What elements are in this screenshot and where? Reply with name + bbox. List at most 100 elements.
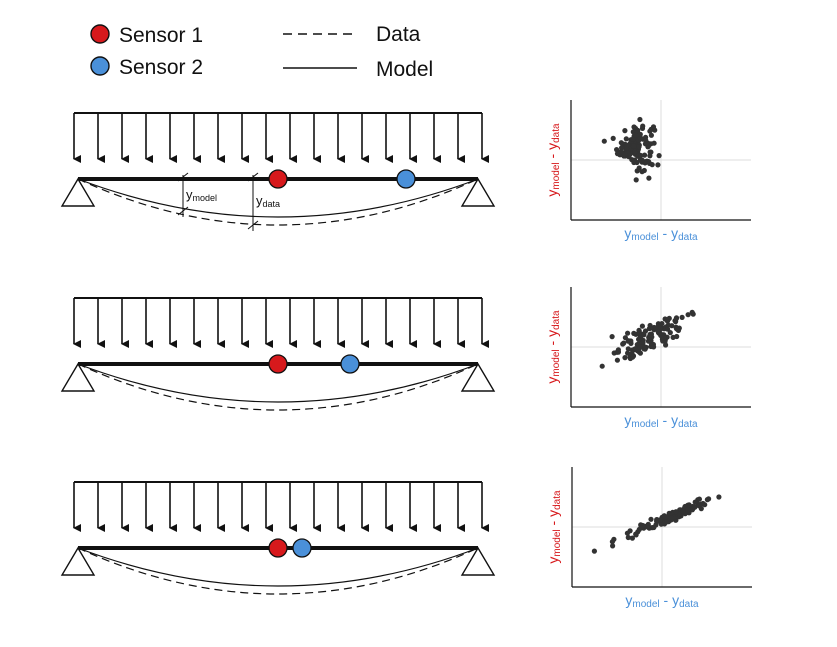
scatter-point <box>706 496 712 502</box>
scatter-point <box>656 153 662 159</box>
scatter-point <box>625 330 631 336</box>
scatter-point <box>632 157 638 163</box>
scatter-point <box>668 515 675 521</box>
scatter-point <box>624 142 630 148</box>
scatter-point <box>614 151 621 157</box>
scatter-point <box>610 543 616 549</box>
scatter-point <box>665 326 671 332</box>
scatter-point <box>716 494 722 500</box>
scatter-point <box>643 140 650 146</box>
scatter-point <box>630 354 636 360</box>
data-deflection-curve <box>77 363 479 411</box>
scatter-point <box>662 316 668 322</box>
scatter-point <box>636 337 642 343</box>
scatter-point <box>647 149 653 155</box>
scatter-point <box>679 314 685 320</box>
scatter-point <box>629 535 636 541</box>
sensor1-marker <box>268 538 288 558</box>
data-legend-label: Data <box>376 23 421 46</box>
scatter-point <box>653 325 659 331</box>
scatter-point <box>674 333 680 340</box>
scatter-point <box>636 144 642 150</box>
scatter-point <box>609 334 615 340</box>
scatter-point <box>655 329 661 335</box>
scatter-point <box>625 534 631 541</box>
scatter-point <box>622 151 629 157</box>
scatter-point <box>622 355 628 361</box>
scatter-point <box>637 116 643 123</box>
scatter-point <box>633 132 639 138</box>
scatter-point <box>633 346 639 352</box>
ymodel-annotation: ymodel <box>186 187 217 203</box>
sensor2-marker <box>396 169 416 189</box>
scatter-point <box>640 123 646 129</box>
deflection-annotations: ymodel ydata <box>177 172 280 231</box>
scatter-point <box>648 516 654 522</box>
model-deflection-curve <box>77 178 479 218</box>
scatter-point <box>640 339 646 345</box>
left-support <box>60 177 96 207</box>
scatter-point <box>689 507 695 513</box>
scatter-point <box>645 523 651 529</box>
sensor1-legend-label: Sensor 1 <box>119 24 203 47</box>
scatter-point <box>649 162 655 168</box>
scatter-point <box>648 132 655 138</box>
scatter-point <box>661 335 667 341</box>
scatter-point <box>636 328 642 334</box>
scatter-point <box>633 177 639 183</box>
scatter-point <box>591 548 598 554</box>
scatter-point <box>641 332 647 338</box>
scatter-point <box>625 338 631 344</box>
scatter-point <box>619 145 625 151</box>
model-deflection-curve <box>77 363 479 403</box>
scatter-point <box>647 331 653 338</box>
scatter-point <box>680 509 686 515</box>
scatter-point <box>631 143 637 149</box>
scatter-point <box>615 349 622 355</box>
scatter-point <box>646 326 653 332</box>
scatter-point <box>622 335 629 341</box>
scatter-point <box>618 149 625 155</box>
distributed-load <box>73 297 489 348</box>
left-support <box>60 362 96 392</box>
scatter-point <box>636 165 642 171</box>
scatter-point <box>627 528 633 534</box>
scatter-point <box>666 315 672 321</box>
sensor1-legend-marker <box>90 24 110 44</box>
scatter-point <box>645 338 652 344</box>
scatter-point <box>639 157 645 163</box>
sensor2-legend-label: Sensor 2 <box>119 56 203 79</box>
scatter-point <box>702 502 708 508</box>
model-deflection-curve <box>77 547 479 587</box>
scatter-point <box>622 128 628 134</box>
scatter-point <box>652 127 658 133</box>
scatter-point <box>696 496 703 502</box>
scatter-point <box>685 507 691 513</box>
scatter-point <box>632 149 638 155</box>
scatter-point <box>633 331 639 337</box>
scatter-point <box>639 323 646 329</box>
scatter-point <box>614 357 621 363</box>
scatter-point <box>676 325 682 331</box>
data-deflection-curve <box>77 547 479 595</box>
scatter-point <box>646 175 652 181</box>
scatter-point <box>653 522 659 528</box>
scatter-point <box>657 517 663 523</box>
ydata-annotation: ydata <box>256 193 280 209</box>
scatter-point <box>638 152 644 159</box>
scatter-point <box>638 525 644 531</box>
sensor1-marker <box>268 169 288 189</box>
right-support <box>460 546 496 576</box>
sensor2-legend-marker <box>90 56 110 76</box>
scatter-point <box>642 152 648 158</box>
scatter-point <box>609 539 616 545</box>
model-legend-label: Model <box>376 58 433 81</box>
